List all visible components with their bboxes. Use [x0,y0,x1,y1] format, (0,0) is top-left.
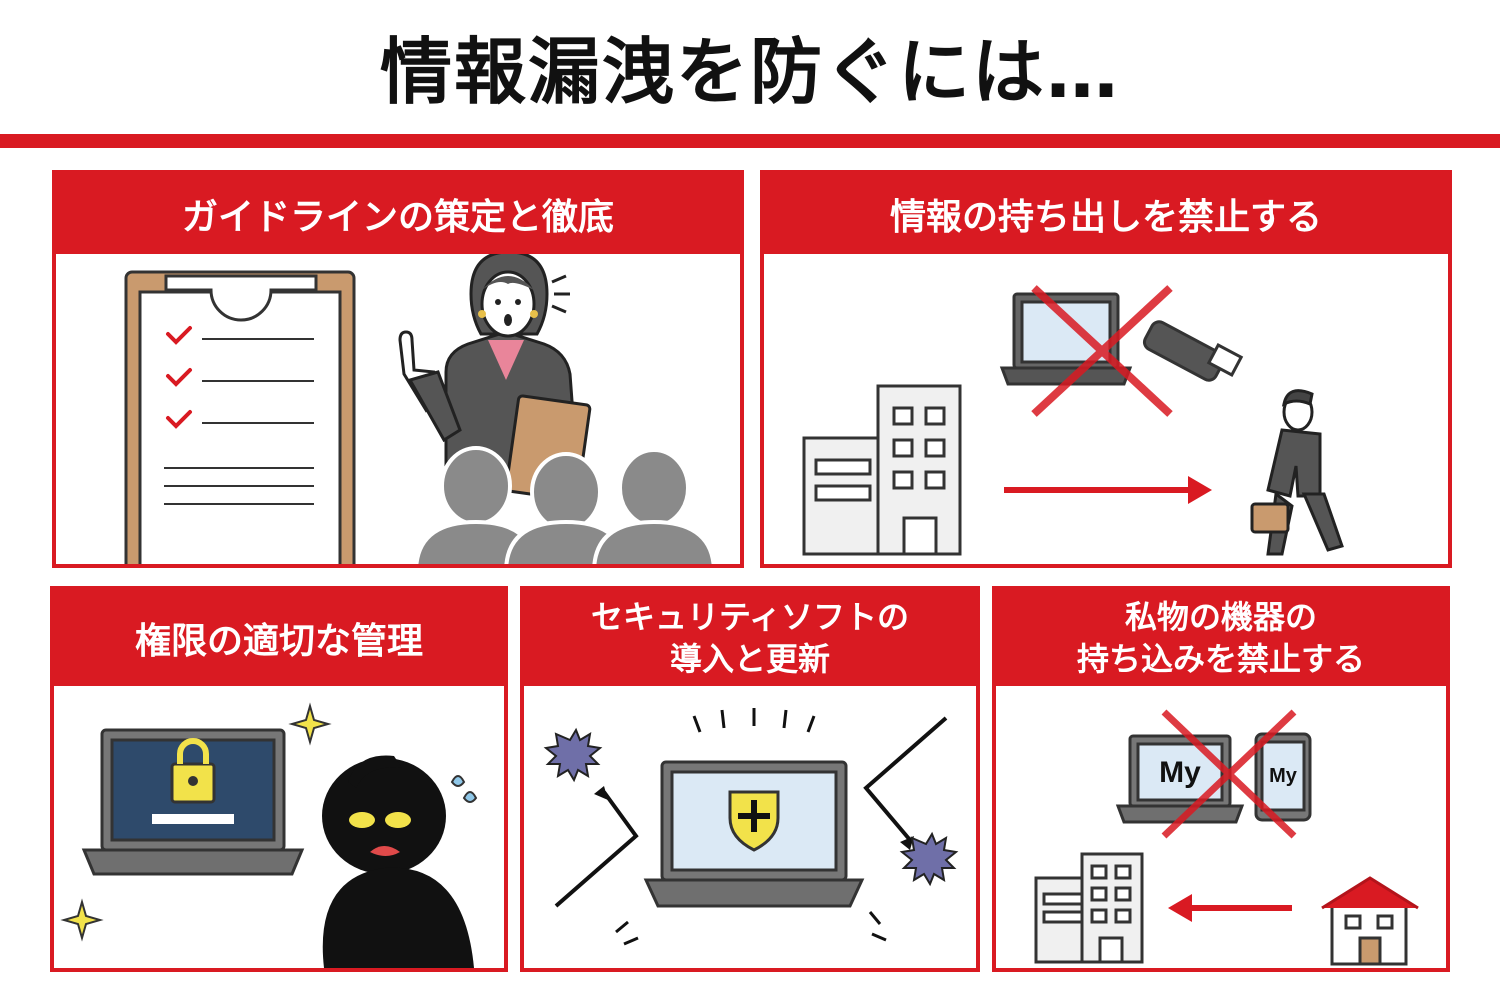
panel-permission-title: 権限の適切な管理 [134,621,423,662]
audience-icon [414,446,716,564]
panel-no-take-out-illustration [802,285,1344,556]
arrow-left-icon [1168,894,1292,922]
panel-guideline-illustration [124,254,716,564]
panel-security-soft-header: セキュリティソフトの 導入と更新 [524,590,976,686]
panel-security-soft: セキュリティソフトの 導入と更新 [520,586,980,972]
prohibited-x-icon [1031,285,1173,417]
panel-security-soft-title-line1: セキュリティソフトの [590,598,910,636]
panel-permission-illustration [60,702,478,968]
my-phone-label: My [1269,765,1298,787]
panel-security-soft-illustration [543,708,959,946]
panel-no-bring-in: 私物の機器の 持ち込みを禁止する My My [992,586,1450,972]
laptop-icon [999,292,1133,386]
panel-no-bring-in-illustration: My My [1034,709,1419,966]
panel-no-take-out-header: 情報の持ち出しを禁止する [764,174,1448,254]
panel-permission: 権限の適切な管理 [50,586,508,972]
presenter-woman-icon [398,254,592,502]
shield-laptop-icon [643,760,865,908]
impact-lines [615,708,887,946]
clipboard-checklist-icon [124,270,356,564]
my-laptop-label: My [1159,756,1201,789]
prohibited-x-icon [1161,709,1297,839]
sparkle-icon [60,702,332,942]
frustrated-hacker-icon [322,755,478,968]
house-icon [1321,876,1419,966]
office-building-icon [1034,852,1144,964]
panel-security-soft-title-line2: 導入と更新 [669,640,830,678]
my-phone-icon: My [1254,732,1312,822]
panel-guideline: ガイドラインの策定と徹底 [52,170,744,568]
virus-icon [543,727,959,887]
locked-laptop-icon [81,728,305,876]
panel-permission-header: 権限の適切な管理 [54,590,504,686]
office-building-icon [802,384,962,556]
page-title: 情報漏洩を防ぐには… [379,30,1120,114]
title-underline [0,134,1500,148]
usb-drive-icon [1142,320,1244,382]
panel-no-take-out-title: 情報の持ち出しを禁止する [889,197,1322,238]
panel-no-bring-in-title-line1: 私物の機器の [1124,598,1317,636]
panel-no-bring-in-header: 私物の機器の 持ち込みを禁止する [996,590,1446,686]
arrow-right-icon [1004,476,1212,504]
panel-no-bring-in-title-line2: 持ち込みを禁止する [1076,640,1365,678]
panel-no-take-out: 情報の持ち出しを禁止する [760,170,1452,568]
panel-guideline-title: ガイドラインの策定と徹底 [181,197,614,238]
panel-guideline-header: ガイドラインの策定と徹底 [56,174,740,254]
deflect-arrow-icon [554,716,948,908]
businessman-walking-icon [1250,389,1344,556]
